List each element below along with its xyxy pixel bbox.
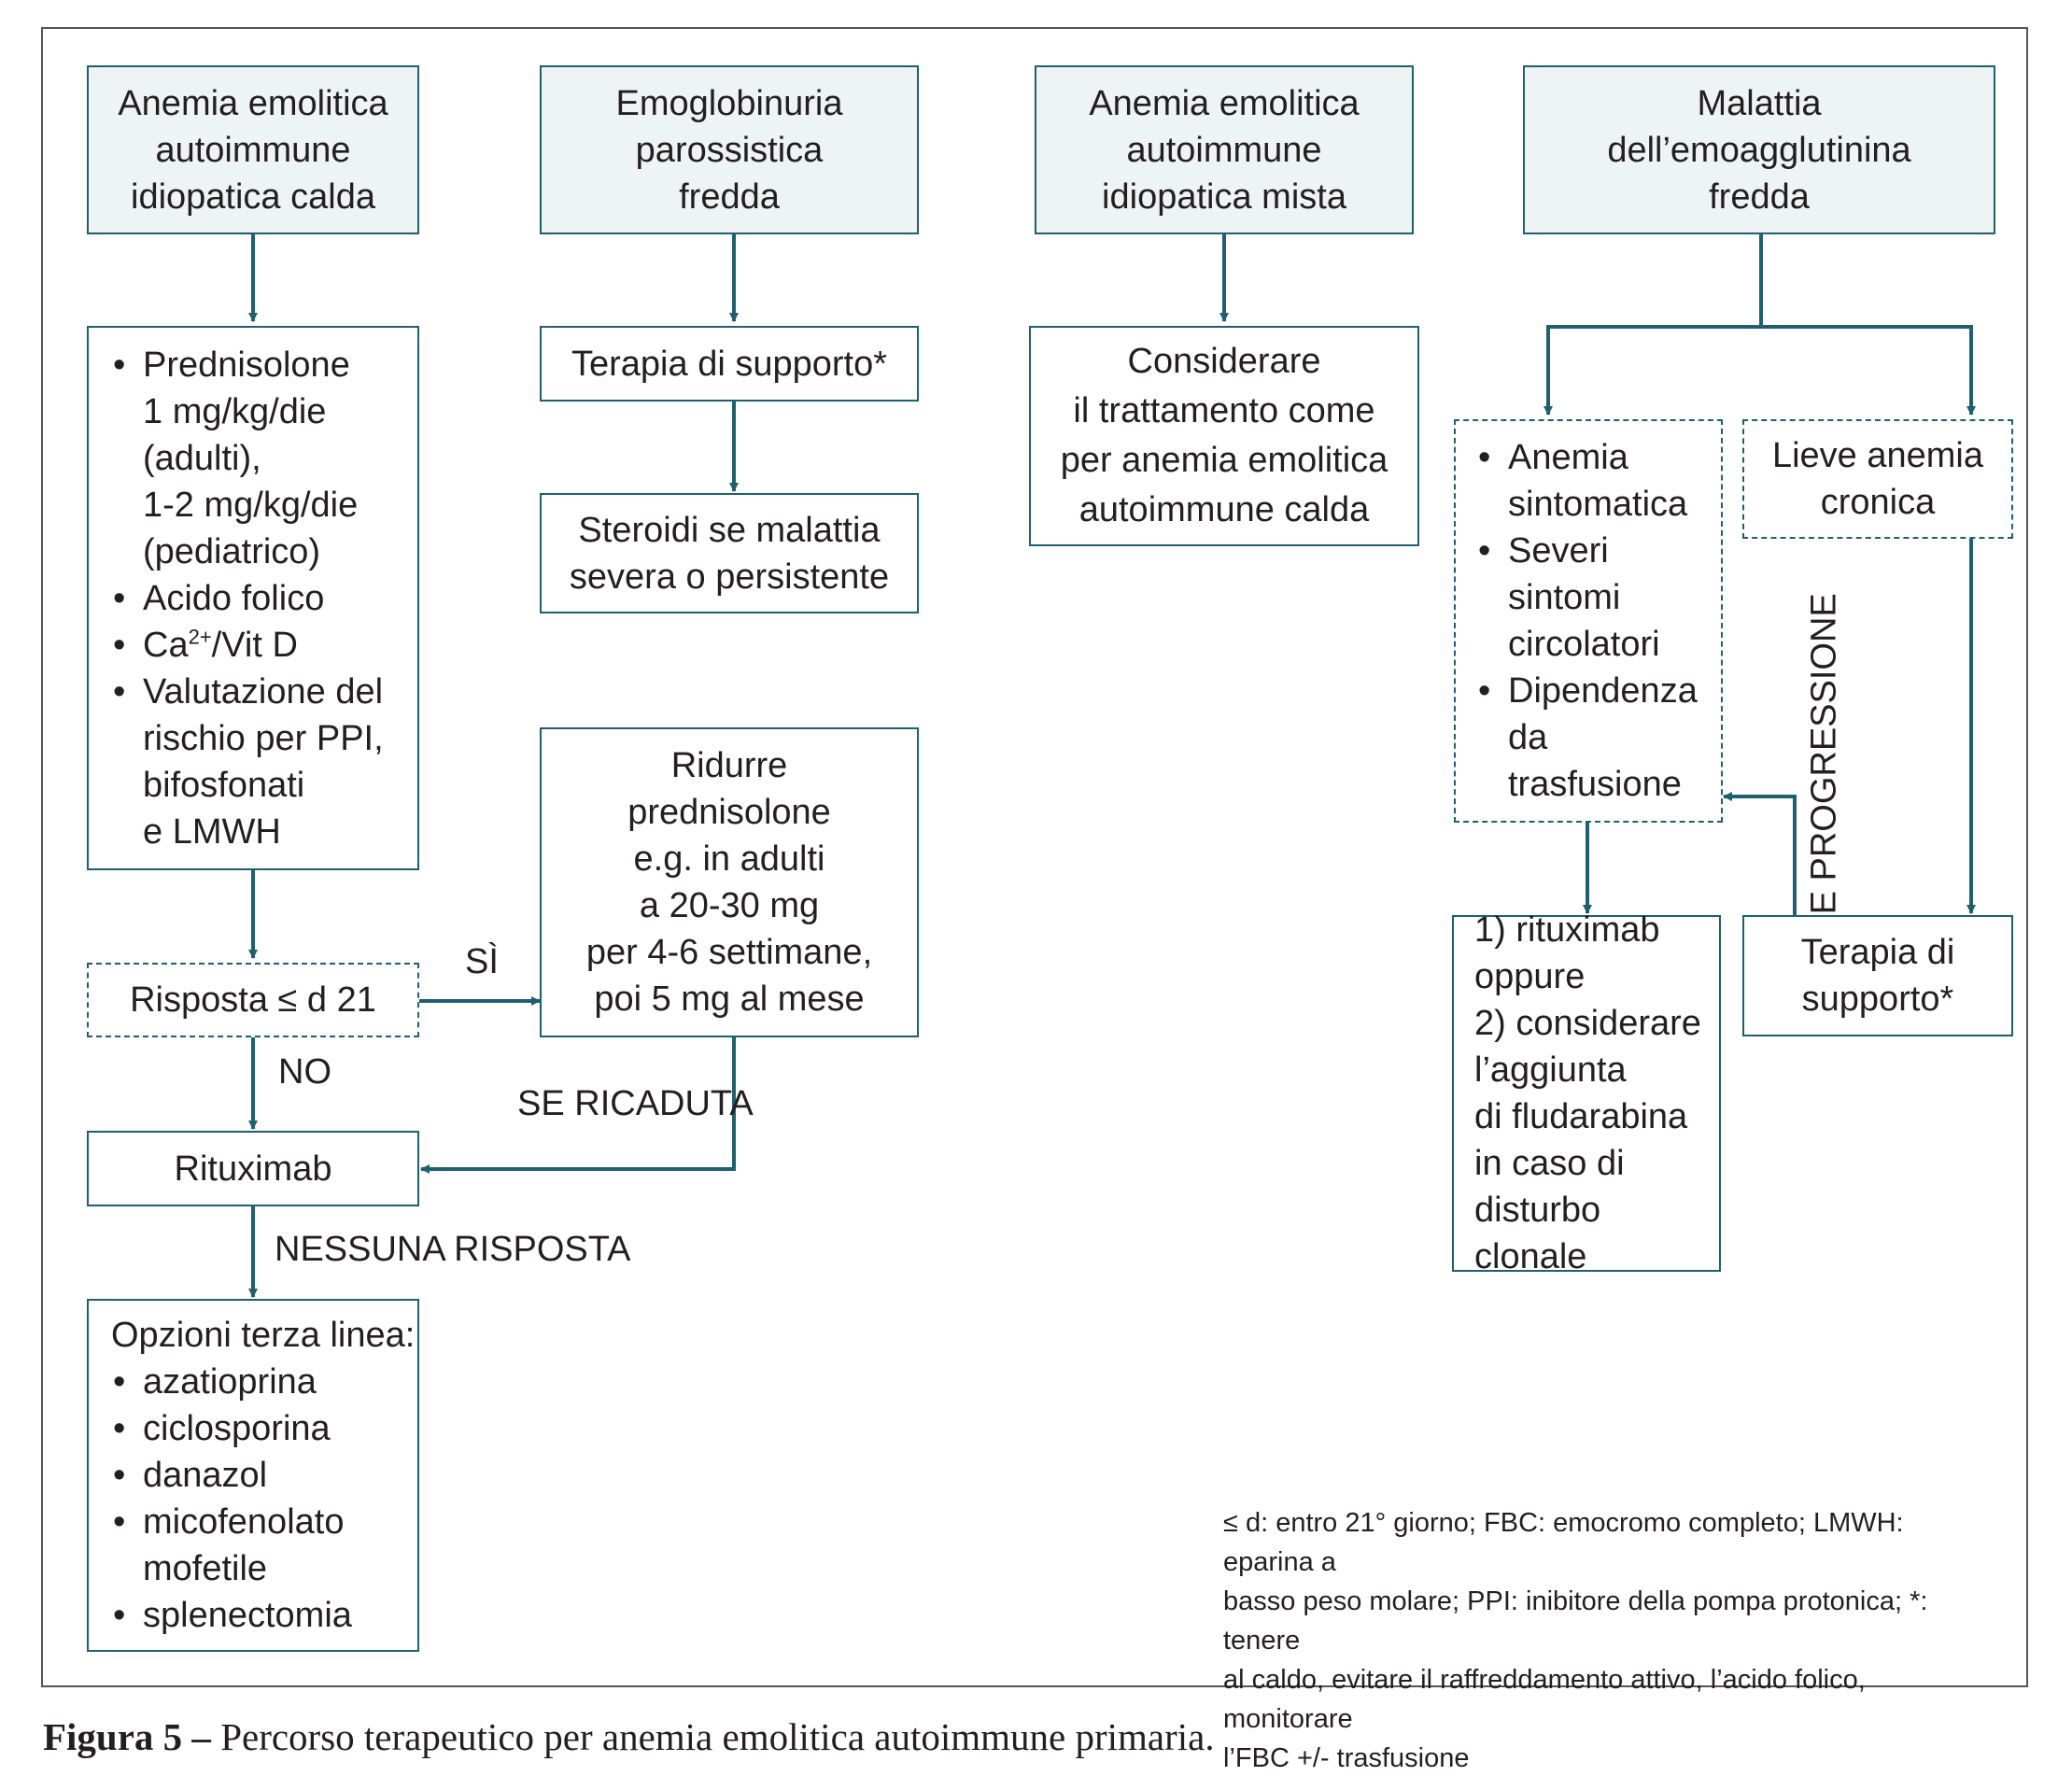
mixed-consider-box: Considerare il trattamento come per anem… bbox=[1029, 326, 1419, 546]
reduce-prednisolone-box: Ridurre prednisolone e.g. in adulti a 20… bbox=[540, 727, 919, 1037]
no-label: NO bbox=[278, 1052, 331, 1092]
no-response-label: NESSUNA RISPOSTA bbox=[275, 1230, 631, 1269]
list-item: azatioprina bbox=[111, 1359, 352, 1405]
figure-frame bbox=[41, 27, 2028, 1687]
third-line-list: azatioprina ciclosporina danazol micofen… bbox=[111, 1359, 352, 1639]
third-line-title: Opzioni terza linea: bbox=[111, 1316, 416, 1355]
caption-label: Figura 5 – bbox=[43, 1715, 211, 1758]
pch-header: Emoglobinuria parossistica fredda bbox=[540, 65, 919, 234]
list-item: danazol bbox=[111, 1452, 352, 1499]
arrow-cold-split-left bbox=[1543, 234, 1763, 416]
list-item: micofenolato mofetile bbox=[111, 1499, 352, 1592]
yes-label: SÌ bbox=[465, 942, 499, 981]
list-item: Valutazione del rischio per PPI, bifosfo… bbox=[111, 669, 384, 855]
warm-first-line-treatment: Prednisolone 1 mg/kg/die (adulti), 1-2 m… bbox=[87, 326, 419, 870]
cold-support-box: Terapia di supporto* bbox=[1742, 915, 2013, 1036]
list-item: Ca2+/Vit D bbox=[111, 622, 384, 669]
arrow-relapse bbox=[420, 1037, 736, 1174]
figure-caption: Figura 5 – Percorso terapeutico per anem… bbox=[43, 1714, 1215, 1759]
list-item: Dipendenza da trasfusione bbox=[1476, 668, 1698, 808]
abbreviations-note: ≤ d: entro 21° giorno; FBC: emocromo com… bbox=[1223, 1508, 1928, 1773]
mild-anemia-box: Lieve anemia cronica bbox=[1742, 419, 2013, 539]
rituximab-box: Rituximab bbox=[87, 1131, 419, 1206]
symptomatic-list: Anemia sintomatica Severi sintomi circol… bbox=[1476, 434, 1698, 808]
response-decision: Risposta ≤ d 21 bbox=[87, 963, 419, 1037]
arrow-progression bbox=[1723, 792, 1797, 915]
treatment-list: Prednisolone 1 mg/kg/die (adulti), 1-2 m… bbox=[111, 342, 384, 855]
list-item: Prednisolone 1 mg/kg/die (adulti), 1-2 m… bbox=[111, 342, 384, 575]
symptomatic-criteria-box: Anemia sintomatica Severi sintomi circol… bbox=[1454, 419, 1723, 823]
list-item: Acido folico bbox=[111, 575, 384, 622]
mixed-aiha-header: Anemia emolitica autoimmune idiopatica m… bbox=[1035, 65, 1414, 234]
pch-steroids-box: Steroidi se malattia severa o persistent… bbox=[540, 493, 919, 613]
arrow-cold-split-right bbox=[1761, 325, 1976, 416]
list-item: splenectomia bbox=[111, 1592, 352, 1639]
cold-agglutinin-header: Malattia dell’emoagglutinina fredda bbox=[1523, 65, 1995, 234]
third-line-options: Opzioni terza linea: azatioprina ciclosp… bbox=[87, 1299, 419, 1652]
list-item: Severi sintomi circolatori bbox=[1476, 528, 1698, 668]
caption-text: Percorso terapeutico per anemia emolitic… bbox=[210, 1715, 1215, 1758]
header-line: idiopatica calda bbox=[131, 176, 375, 217]
warm-aiha-header: Anemia emolitica autoimmune idiopatica c… bbox=[87, 65, 419, 234]
relapse-label: SE RICADUTA bbox=[517, 1084, 754, 1123]
rituximab-options-box: 1) rituximab oppure 2) considerare l’agg… bbox=[1452, 910, 1721, 1276]
header-line: Anemia emolitica bbox=[118, 83, 388, 123]
header-line: autoimmune bbox=[155, 130, 351, 170]
list-item: ciclosporina bbox=[111, 1405, 352, 1452]
pch-support-box: Terapia di supporto* bbox=[540, 326, 919, 402]
list-item: Anemia sintomatica bbox=[1476, 434, 1698, 528]
progression-label: SE PROGRESSIONE bbox=[1804, 593, 1844, 938]
